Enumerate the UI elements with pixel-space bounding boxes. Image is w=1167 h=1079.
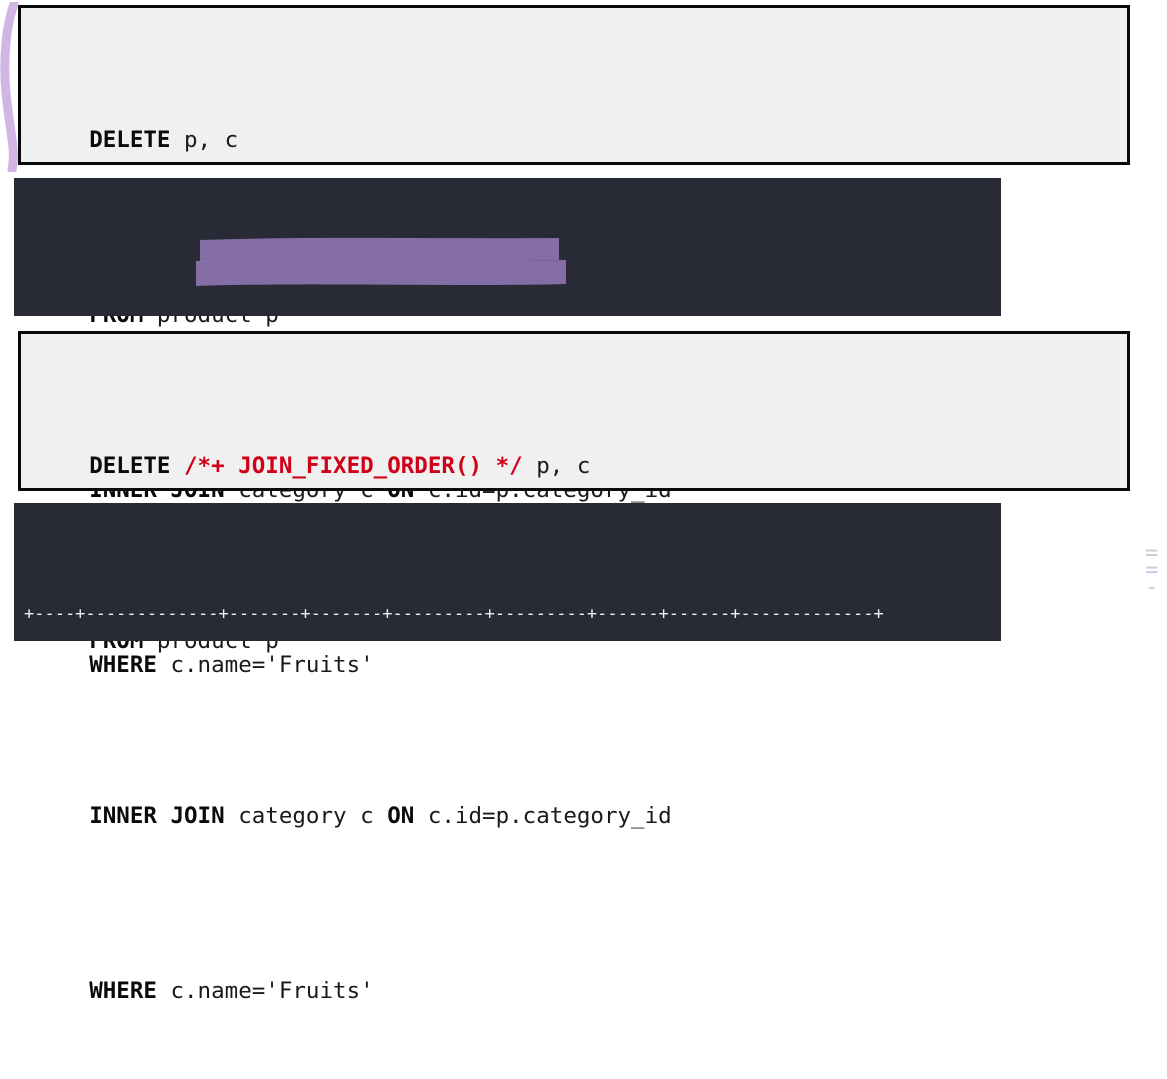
sql-code-block-with-hint: DELETE /*+ JOIN_FIXED_ORDER() */ p, c FR… xyxy=(18,331,1130,1004)
sql-line: INNER JOIN category c ON c.id=p.category… xyxy=(35,764,1127,869)
sql-text xyxy=(170,453,184,479)
sql-text: p, c xyxy=(170,127,239,153)
sql-keyword: ON xyxy=(387,803,415,829)
purple-highlighter-icon xyxy=(196,237,566,286)
highlight-layer xyxy=(14,178,1001,316)
sql-text: category c xyxy=(224,803,388,829)
explain-result-table-with-hint: +----+-------------+-------+-------+----… xyxy=(14,503,1001,641)
sql-code-block-without-hint: DELETE p, c FROM product p INNER JOIN ca… xyxy=(18,5,1130,678)
ascii-text-layer: +----+-------------+-------+-------+----… xyxy=(24,557,1001,641)
sql-text: c.id=p.category_id xyxy=(414,803,672,829)
sql-line: WHERE c.name='Fruits' xyxy=(35,939,1127,1044)
sql-line: DELETE /*+ JOIN_FIXED_ORDER() */ p, c xyxy=(35,414,1127,519)
sql-text: c.name='Fruits' xyxy=(156,978,374,1004)
optimizer-hint: /*+ JOIN_FIXED_ORDER() */ xyxy=(184,453,523,479)
sql-keyword: DELETE xyxy=(89,453,171,479)
sql-text: p, c xyxy=(522,453,591,479)
sql-keyword: DELETE xyxy=(89,127,171,153)
cut-off-edge-glyph: = = - xyxy=(1145,545,1159,595)
sql-line: DELETE p, c xyxy=(35,88,1127,193)
explain-result-table-without-hint: +----+-------------+-------+------+-----… xyxy=(14,178,1001,316)
sql-keyword: WHERE xyxy=(89,978,157,1004)
table-border-top: +----+-------------+-------+-------+----… xyxy=(24,604,884,624)
sql-keyword: INNER JOIN xyxy=(89,803,225,829)
